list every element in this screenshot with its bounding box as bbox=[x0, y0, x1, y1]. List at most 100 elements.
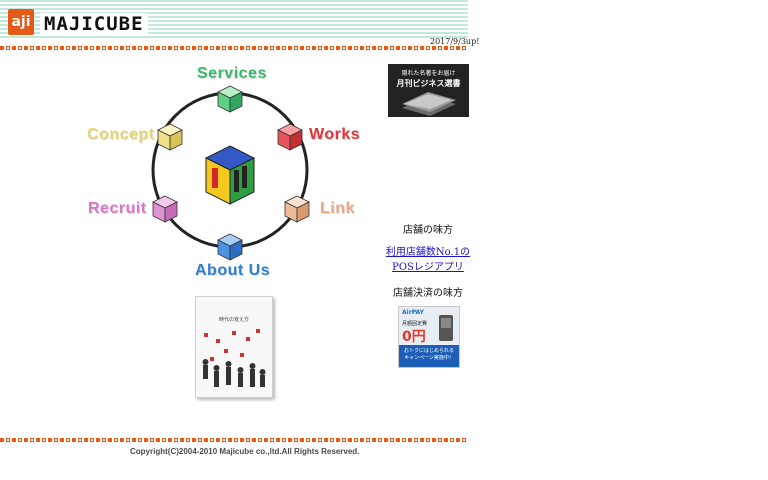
border-square bbox=[258, 46, 262, 50]
border-square bbox=[156, 46, 160, 50]
border-square bbox=[108, 46, 112, 50]
border-square bbox=[72, 438, 76, 442]
border-square bbox=[180, 46, 184, 50]
border-square bbox=[192, 46, 196, 50]
border-square bbox=[30, 46, 34, 50]
cube-concept-icon bbox=[157, 123, 183, 151]
card-reader-icon bbox=[439, 315, 453, 341]
border-square bbox=[132, 46, 136, 50]
border-square bbox=[216, 46, 220, 50]
border-square bbox=[78, 46, 82, 50]
border-square bbox=[234, 46, 238, 50]
border-square bbox=[348, 438, 352, 442]
border-square bbox=[210, 438, 214, 442]
cube-works-icon bbox=[277, 123, 303, 151]
airpay-brand: AirPAY bbox=[402, 309, 424, 316]
border-square bbox=[198, 46, 202, 50]
border-square bbox=[90, 46, 94, 50]
border-square bbox=[324, 46, 328, 50]
book-stack-icon bbox=[402, 92, 456, 116]
border-square bbox=[114, 46, 118, 50]
border-square bbox=[54, 438, 58, 442]
border-square bbox=[60, 46, 64, 50]
border-square bbox=[426, 46, 430, 50]
border-square bbox=[366, 46, 370, 50]
border-square bbox=[462, 46, 466, 50]
border-square bbox=[450, 46, 454, 50]
border-square bbox=[414, 46, 418, 50]
nav-works-link[interactable]: Works bbox=[309, 126, 361, 143]
nav-about-link[interactable]: About Us bbox=[195, 262, 271, 279]
border-square bbox=[336, 46, 340, 50]
border-square bbox=[90, 438, 94, 442]
border-square bbox=[378, 438, 382, 442]
border-square bbox=[144, 46, 148, 50]
border-square bbox=[18, 438, 22, 442]
border-square bbox=[456, 438, 460, 442]
border-square bbox=[396, 438, 400, 442]
border-square bbox=[348, 46, 352, 50]
border-square bbox=[234, 438, 238, 442]
border-square bbox=[120, 438, 124, 442]
border-square bbox=[72, 46, 76, 50]
border-square bbox=[42, 438, 46, 442]
pos-link-line2[interactable]: POSレジアプリ bbox=[392, 262, 464, 273]
border-square bbox=[354, 438, 358, 442]
logo-text[interactable]: MAJICUBE bbox=[40, 13, 148, 35]
border-square bbox=[282, 438, 286, 442]
border-square bbox=[450, 438, 454, 442]
border-square bbox=[354, 46, 358, 50]
airpay-ad-banner[interactable]: AirPAY 月額固定費 0円 おトクにはじめられる キャンペーン実施中！ bbox=[398, 306, 460, 368]
border-square bbox=[96, 46, 100, 50]
border-square bbox=[390, 438, 394, 442]
book-figures-graphic bbox=[202, 329, 266, 387]
business-books-ad-banner[interactable]: 隠れた名著をお届け 月刊ビジネス選書 bbox=[388, 64, 469, 117]
border-square bbox=[48, 46, 52, 50]
border-square bbox=[66, 438, 70, 442]
border-square bbox=[420, 438, 424, 442]
border-square bbox=[138, 46, 142, 50]
ad2-campaign-line1: おトクにはじめられる bbox=[403, 348, 454, 354]
border-square bbox=[156, 438, 160, 442]
border-square bbox=[12, 46, 16, 50]
ad2-campaign-line2: キャンペーン実施中！ bbox=[404, 355, 454, 361]
border-square bbox=[384, 438, 388, 442]
border-square bbox=[432, 438, 436, 442]
bottom-border-pattern bbox=[0, 438, 468, 444]
border-square bbox=[150, 46, 154, 50]
border-square bbox=[444, 46, 448, 50]
border-square bbox=[312, 46, 316, 50]
border-square bbox=[120, 46, 124, 50]
border-square bbox=[264, 438, 268, 442]
ad1-tagline: 隠れた名著をお届け bbox=[401, 70, 456, 77]
border-square bbox=[360, 438, 364, 442]
nav-concept-link[interactable]: Concept bbox=[87, 126, 155, 143]
nav-services-link[interactable]: Services bbox=[197, 65, 267, 82]
book-cover-image[interactable]: 時代の覚え方 bbox=[195, 296, 273, 398]
border-square bbox=[222, 46, 226, 50]
border-square bbox=[228, 46, 232, 50]
pos-link-line1[interactable]: 利用店舗数No.1の bbox=[385, 247, 471, 258]
border-square bbox=[228, 438, 232, 442]
border-square bbox=[396, 46, 400, 50]
border-square bbox=[432, 46, 436, 50]
border-square bbox=[84, 46, 88, 50]
border-square bbox=[186, 46, 190, 50]
pos-app-link[interactable]: 利用店舗数No.1の POSレジアプリ bbox=[368, 245, 488, 275]
cube-recruit-icon bbox=[152, 195, 178, 223]
border-square bbox=[192, 438, 196, 442]
border-square bbox=[24, 438, 28, 442]
border-square bbox=[36, 438, 40, 442]
border-square bbox=[276, 438, 280, 442]
nav-recruit-link[interactable]: Recruit bbox=[88, 200, 147, 217]
border-square bbox=[174, 46, 178, 50]
border-square bbox=[378, 46, 382, 50]
border-square bbox=[342, 438, 346, 442]
border-square bbox=[318, 46, 322, 50]
border-square bbox=[420, 46, 424, 50]
nav-link-link[interactable]: Link bbox=[320, 200, 355, 217]
border-square bbox=[36, 46, 40, 50]
border-square bbox=[144, 438, 148, 442]
logo-mark[interactable]: aji bbox=[8, 9, 34, 35]
border-square bbox=[84, 438, 88, 442]
